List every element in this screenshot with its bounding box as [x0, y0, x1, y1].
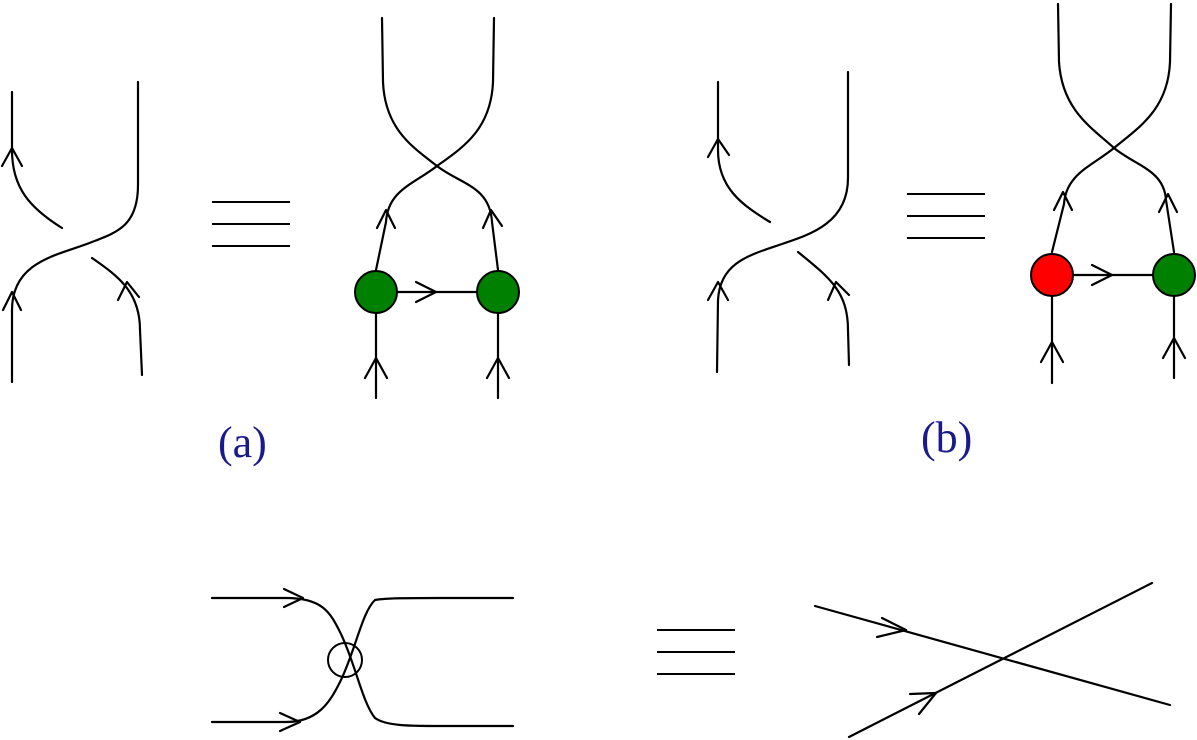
arrow-head-icon — [706, 280, 730, 302]
arrow-head-icon — [908, 691, 938, 716]
arrow-head-icon — [485, 356, 511, 380]
virtual-crossing-circle-icon — [327, 642, 363, 678]
over-strand — [715, 70, 850, 374]
arrow-head-icon — [1039, 340, 1065, 364]
under-strand-bottom — [796, 250, 851, 367]
flat-strand-b — [847, 581, 1154, 739]
strand-right-top — [374, 16, 496, 272]
arrow-head-icon — [706, 137, 731, 159]
figure-a: (a) — [0, 16, 520, 467]
figure-label-a: (a) — [218, 418, 267, 467]
vertex-node — [354, 270, 398, 314]
arrow-head-icon — [0, 146, 24, 168]
arrow-head-icon — [875, 616, 908, 639]
under-strand-top — [716, 80, 772, 224]
virtual-strand-top-to-bottom — [210, 596, 515, 728]
arrow-head-icon — [1157, 192, 1179, 214]
vertex-expansion-a — [354, 16, 520, 400]
vertex-node — [476, 270, 520, 314]
arrow-head-icon — [282, 587, 305, 609]
arrow-head-icon — [1052, 190, 1074, 212]
braid-crossing-b — [706, 70, 851, 374]
arrow-head-icon — [375, 208, 397, 230]
figure-b: (b) — [706, 2, 1196, 462]
arrow-head-icon — [363, 356, 389, 380]
vertex-node — [1030, 253, 1074, 297]
arrow-head-icon — [1, 290, 23, 312]
equivalence-symbol-icon — [657, 629, 735, 675]
under-strand-top — [10, 90, 64, 230]
equivalence-symbol-icon — [907, 193, 985, 239]
strand-left-top — [380, 16, 500, 272]
flat-strand-a — [813, 604, 1172, 707]
figure-virtual-crossing — [210, 581, 1172, 739]
strand-left-top — [1056, 2, 1176, 254]
strand-right-top — [1050, 2, 1173, 254]
vertex-expansion-b — [1030, 2, 1196, 385]
equivalence-symbol-icon — [212, 201, 290, 247]
arrow-head-icon — [414, 280, 438, 304]
braid-crossing-a — [0, 80, 144, 384]
virtual-strand-bottom-to-top — [210, 596, 515, 724]
arrow-head-icon — [116, 280, 141, 302]
over-strand — [10, 80, 140, 384]
vertex-node — [1152, 253, 1196, 297]
figure-label-b: (b) — [921, 413, 972, 462]
arrow-head-icon — [278, 711, 302, 733]
arrow-head-icon — [1090, 263, 1114, 287]
arrow-head-icon — [481, 208, 504, 230]
arrow-head-icon — [1161, 336, 1187, 360]
arrow-head-icon — [826, 280, 851, 302]
under-strand-bottom — [90, 256, 144, 377]
